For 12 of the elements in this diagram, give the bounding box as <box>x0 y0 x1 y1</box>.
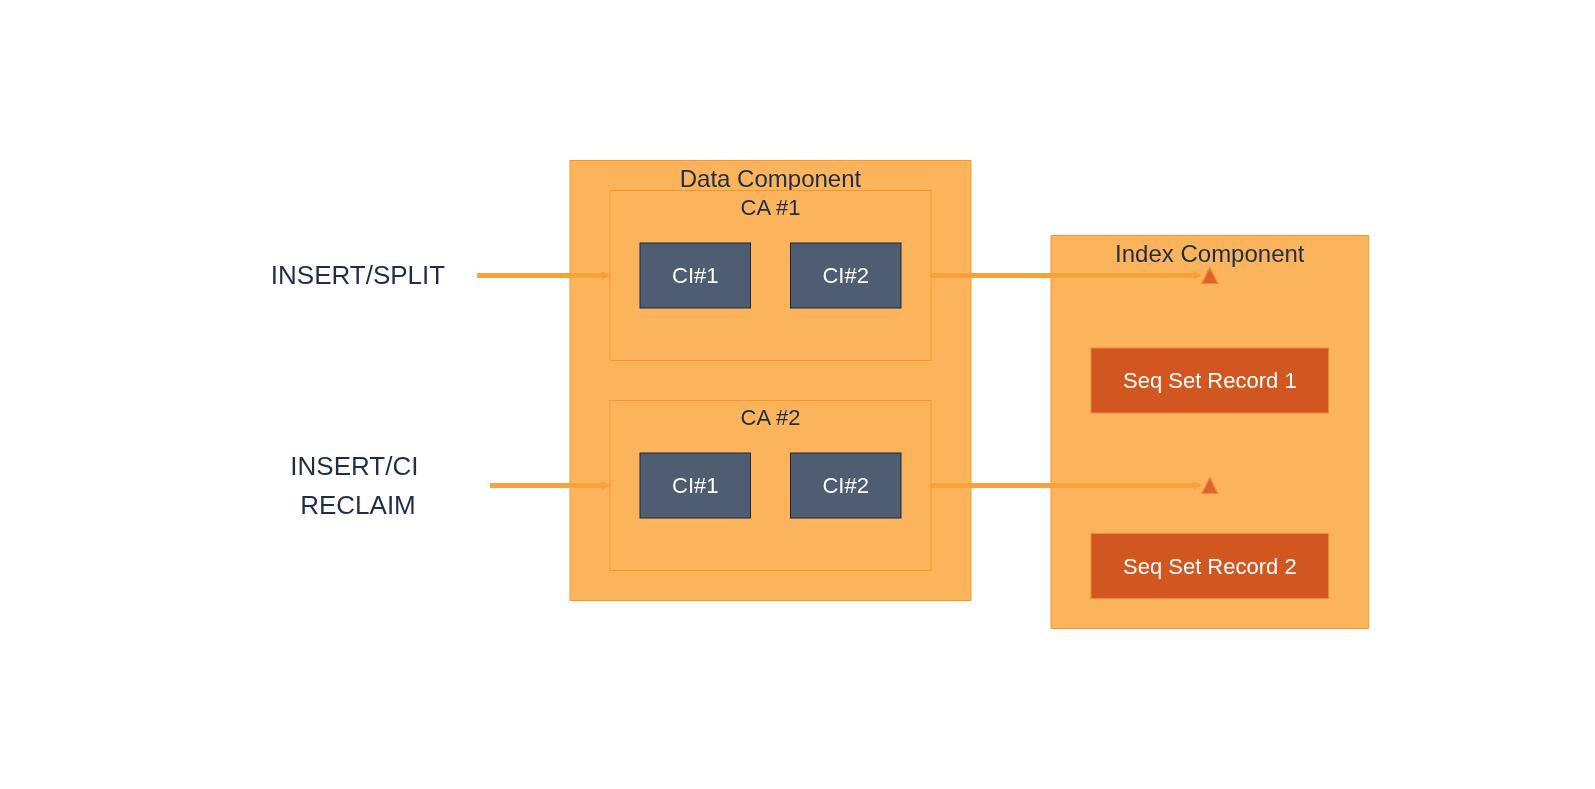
node-text: INSERT/SPLIT <box>270 260 446 290</box>
arrow <box>477 271 611 280</box>
arrow <box>931 271 1203 280</box>
arrow <box>490 481 611 490</box>
node-box: CI#1 <box>639 242 752 309</box>
node-text: INSERT/CI RECLAIM <box>290 450 419 520</box>
node-box: CI#1 <box>639 452 752 519</box>
node-box: Seq Set Record 2 <box>1090 533 1330 599</box>
node-box: CI#2 <box>790 242 902 309</box>
node-box: CI#2 <box>790 452 902 519</box>
node-box: Seq Set Record 1 <box>1090 347 1330 414</box>
arrow <box>931 481 1203 490</box>
